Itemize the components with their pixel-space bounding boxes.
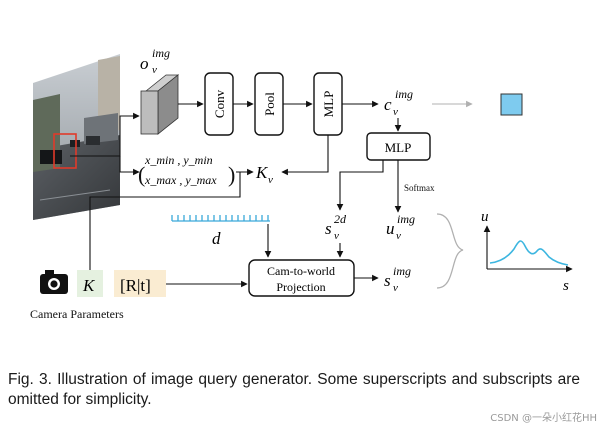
- bbox-coordinates: ( x_min , y_min x_max , y_max ): [138, 153, 235, 187]
- s2d-sub: v: [334, 230, 339, 242]
- camera-icon: [40, 270, 68, 294]
- projection-line1: Cam-to-world: [267, 264, 335, 278]
- depth-ruler: [171, 215, 270, 222]
- conv-block: Conv: [204, 72, 234, 136]
- mlp-to-k-arrow: [281, 135, 329, 176]
- softmax-label: Softmax: [404, 183, 435, 193]
- o-base: o: [140, 54, 149, 73]
- csdn-watermark: CSDN @一朵小红花HH: [490, 413, 597, 424]
- s-sup: img: [393, 264, 411, 278]
- k-intrinsic-bg: [77, 270, 103, 297]
- street-scene-image: [33, 54, 120, 220]
- plot-xlabel: s: [563, 278, 569, 294]
- bbox-right-paren: ): [228, 162, 235, 187]
- extrinsic-label: [R|t]: [120, 276, 151, 295]
- s-base: s: [384, 271, 391, 290]
- s-sub: v: [393, 282, 398, 294]
- conv-label: Conv: [212, 89, 227, 118]
- query-square: [500, 93, 523, 116]
- mlp-horizontal-block: MLP: [366, 132, 431, 161]
- c-sup: img: [395, 87, 413, 101]
- mlp-vertical-label: MLP: [321, 91, 336, 118]
- query-generator-diagram: o v img Conv Pool MLP c v img MLP: [30, 46, 573, 321]
- s2d-label: s v 2d: [325, 212, 347, 242]
- k-v-label: K v: [255, 163, 273, 186]
- u-label: u v img: [386, 212, 415, 242]
- mlp-horizontal-label: MLP: [385, 140, 412, 155]
- u-sub: v: [396, 230, 401, 242]
- o-sub: v: [152, 64, 157, 76]
- mlp-output-arrows: [336, 160, 402, 213]
- d-label: d: [212, 229, 221, 248]
- camera-parameters-label: Camera Parameters: [30, 307, 124, 321]
- bbox-row2: x_max , y_max: [144, 173, 217, 187]
- c-sub: v: [393, 106, 398, 118]
- query-feature-label: c v img: [384, 87, 413, 118]
- image-connectors: [70, 112, 140, 176]
- cam-to-world-projection-block: Cam-to-world Projection: [248, 259, 355, 297]
- s2d-sup: 2d: [334, 212, 347, 226]
- o-sup: img: [152, 46, 170, 60]
- s2d-base: s: [325, 219, 332, 238]
- pool-label: Pool: [262, 92, 277, 116]
- plot-ylabel: u: [481, 209, 489, 225]
- s-img-label: s v img: [384, 264, 411, 294]
- feature-map-block: [140, 74, 180, 135]
- projection-line2: Projection: [276, 280, 325, 294]
- mlp-vertical-block: MLP: [313, 72, 343, 136]
- k-sub: v: [268, 174, 273, 186]
- k-to-camera-connector: [89, 172, 241, 270]
- bbox-row1: x_min , y_min: [144, 153, 213, 167]
- bbox-left-paren: (: [138, 162, 145, 187]
- feature-map-label: o v img: [140, 46, 170, 76]
- k-intrinsic-label: K: [82, 276, 96, 295]
- u-sup: img: [397, 212, 415, 226]
- k-base: K: [255, 163, 269, 182]
- c-base: c: [384, 95, 392, 114]
- distribution-plot: [483, 225, 573, 273]
- extrinsic-bg: [114, 270, 166, 297]
- distribution-curve: [489, 240, 569, 266]
- u-base: u: [386, 219, 395, 238]
- figure-caption: Fig. 3. Illustration of image query gene…: [8, 371, 580, 408]
- grouping-brace: [436, 213, 464, 289]
- pool-block: Pool: [254, 72, 284, 136]
